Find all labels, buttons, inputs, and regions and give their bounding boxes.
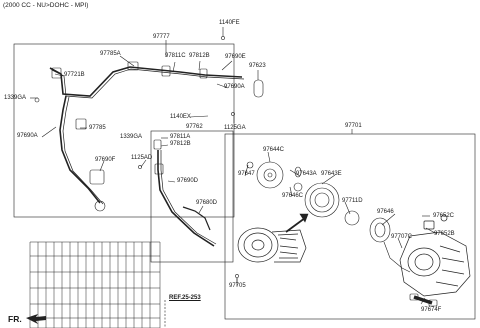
- part-label-97690e: 97690E: [225, 54, 246, 60]
- front-arrow-icon: [26, 314, 46, 324]
- part-label-97785: 97785: [89, 125, 106, 131]
- part-label-97644c: 97644C: [263, 147, 285, 153]
- diagram-title: (2000 CC - NU>DOHC - MPI): [3, 2, 89, 9]
- part-label-1140ex: 1140EX: [170, 114, 191, 120]
- part-label-97690a-left: 97690A: [17, 133, 38, 139]
- part-label-97646c: 97646C: [282, 193, 304, 199]
- suction-hose-box: [150, 130, 234, 263]
- part-label-97674f: 97674F: [421, 307, 442, 313]
- part-label-97785a: 97785A: [100, 51, 121, 57]
- part-label-97707c: 97707C: [391, 234, 413, 240]
- part-label-97690a-right: 97690A: [224, 84, 245, 90]
- part-label-1339ga-left: 1339GA: [4, 95, 27, 101]
- part-label-1125ga-top: 1125GA: [224, 125, 246, 131]
- part-label-97643a: 97643A: [296, 171, 317, 177]
- part-label-97623: 97623: [249, 63, 266, 69]
- part-label-97690d: 97690D: [177, 178, 199, 184]
- part-label-97762: 97762: [186, 124, 203, 130]
- part-label-1339ga-mid: 1339GA: [120, 134, 143, 140]
- part-label-1140fe: 1140FE: [219, 20, 240, 26]
- part-label-97812b-top: 97812B: [189, 53, 210, 59]
- part-label-97643e: 97643E: [321, 171, 342, 177]
- part-label-97652c: 97652C: [433, 213, 455, 219]
- part-label-97777: 97777: [153, 34, 170, 40]
- part-label-97812b-mid: 97812B: [170, 141, 191, 147]
- part-label-97652b: 97652B: [434, 231, 455, 237]
- part-label-97690f: 97690F: [95, 157, 116, 163]
- part-label-97680d: 97680D: [196, 200, 218, 206]
- part-label-97711d: 97711D: [342, 198, 363, 204]
- part-label-97705: 97705: [229, 283, 246, 289]
- part-label-1125ad: 1125AD: [131, 155, 153, 161]
- part-label-97701: 97701: [345, 123, 362, 129]
- reference-link[interactable]: REF.25-253: [169, 295, 201, 301]
- part-label-97811c: 97811C: [165, 53, 186, 59]
- compressor-box: [224, 133, 476, 320]
- part-label-97646: 97646: [377, 209, 394, 215]
- part-label-97721b: 97721B: [64, 72, 85, 78]
- part-label-97647: 97647: [238, 171, 255, 177]
- front-marker: FR.: [8, 314, 22, 324]
- hose-assembly-box: [13, 43, 235, 218]
- part-label-97811a: 97811A: [170, 134, 191, 140]
